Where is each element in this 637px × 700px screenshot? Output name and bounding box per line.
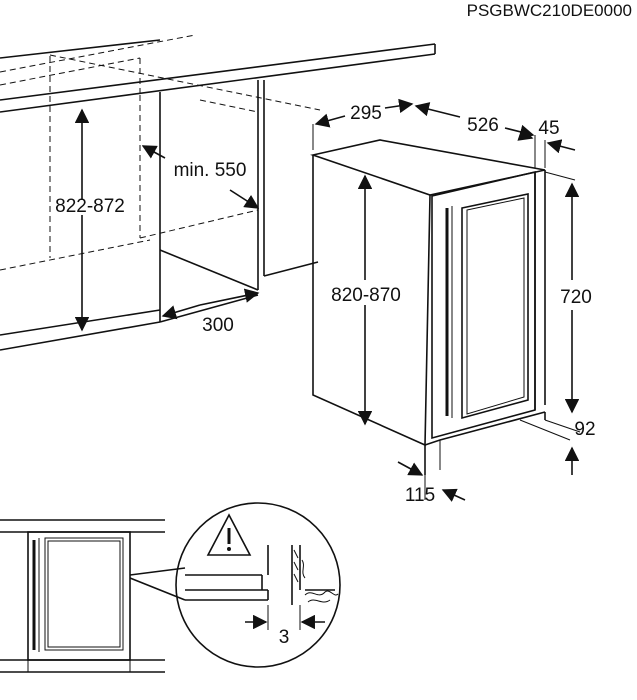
dimension-plinth-height: 92 xyxy=(519,419,596,475)
svg-text:92: 92 xyxy=(574,419,595,440)
dimension-min-depth: min. 550 xyxy=(141,145,260,209)
front-view-built-in xyxy=(0,519,186,673)
svg-text:526: 526 xyxy=(467,115,499,136)
dimension-door-height: 720 xyxy=(544,171,592,414)
dimension-door-thickness: 45 xyxy=(517,118,576,168)
svg-text:720: 720 xyxy=(560,287,592,308)
svg-text:295: 295 xyxy=(350,103,382,124)
dimension-top-depth: 295 xyxy=(312,98,414,150)
wine-cooler-appliance xyxy=(310,139,546,475)
warning-triangle-icon xyxy=(206,513,252,556)
dimension-body-depth: 526 xyxy=(414,102,536,168)
svg-text:3: 3 xyxy=(279,627,290,648)
svg-text:300: 300 xyxy=(202,315,234,336)
svg-text:822-872: 822-872 xyxy=(55,196,125,217)
kitchen-cabinet-niche xyxy=(0,34,436,351)
gap-detail-callout: 3 xyxy=(175,502,341,668)
svg-text:115: 115 xyxy=(405,485,435,506)
dimension-cabinet-height: 822-872 xyxy=(55,108,125,332)
dimension-plinth-depth: 115 xyxy=(397,461,466,506)
svg-text:min. 550: min. 550 xyxy=(174,160,247,181)
svg-text:820-870: 820-870 xyxy=(331,285,401,306)
svg-text:45: 45 xyxy=(538,118,559,139)
dimension-niche-width: 300 xyxy=(161,288,260,336)
model-code: PSGBWC210DE0000 xyxy=(467,1,632,20)
dimension-appliance-height: 820-870 xyxy=(331,174,401,426)
